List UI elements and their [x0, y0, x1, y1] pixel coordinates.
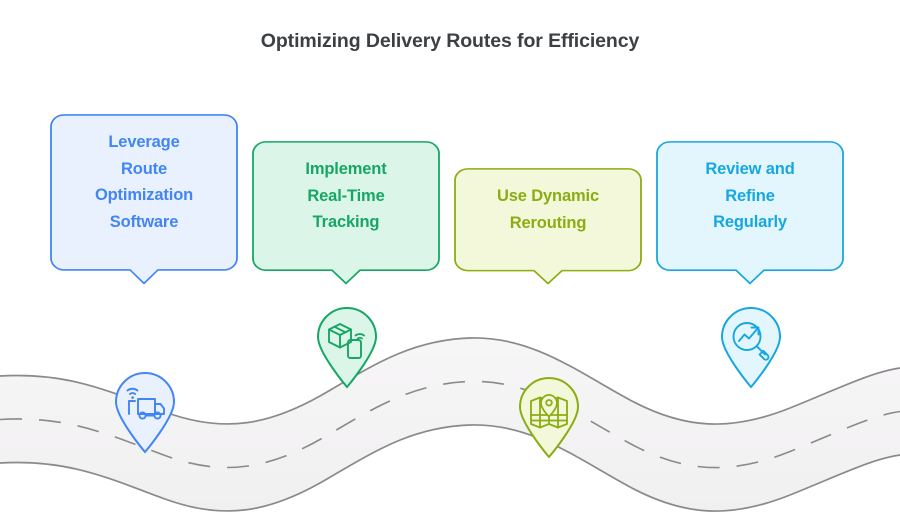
- step-card-1[interactable]: Leverage Route Optimization Software: [50, 114, 238, 287]
- step-card-3-label: Use Dynamic Rerouting: [497, 187, 599, 232]
- step-card-4-shape: [656, 141, 844, 285]
- step-card-4-label: Review and Refine Regularly: [705, 160, 795, 232]
- connected-truck-icon: [126, 387, 165, 420]
- step-pin-3[interactable]: [517, 377, 581, 459]
- step-card-1-label: Leverage Route Optimization Software: [94, 133, 194, 232]
- step-card-1-shape: [50, 114, 238, 285]
- step-card-2-shape: [252, 141, 440, 285]
- trend-magnifier-icon: [732, 322, 770, 361]
- step-card-3-shape: [454, 168, 642, 285]
- step-card-3[interactable]: Use Dynamic Rerouting: [454, 168, 642, 287]
- page-title: Optimizing Delivery Routes for Efficienc…: [260, 30, 640, 52]
- package-tracking-icon: [328, 323, 365, 359]
- road-edge-bottom: [0, 424, 900, 512]
- step-pin-2[interactable]: [315, 307, 379, 389]
- pin-shape: [316, 307, 378, 389]
- pin-shape: [720, 307, 782, 389]
- road-surface: [0, 337, 900, 512]
- step-card-2[interactable]: Implement Real-Time Tracking: [252, 141, 440, 287]
- step-card-4[interactable]: Review and Refine Regularly: [656, 141, 844, 287]
- step-pin-1[interactable]: [113, 372, 177, 454]
- map-pin-route-icon: [530, 394, 568, 429]
- step-pin-4[interactable]: [719, 307, 783, 389]
- road-center-dashes: [0, 380, 900, 469]
- step-card-2-label: Implement Real-Time Tracking: [305, 160, 387, 232]
